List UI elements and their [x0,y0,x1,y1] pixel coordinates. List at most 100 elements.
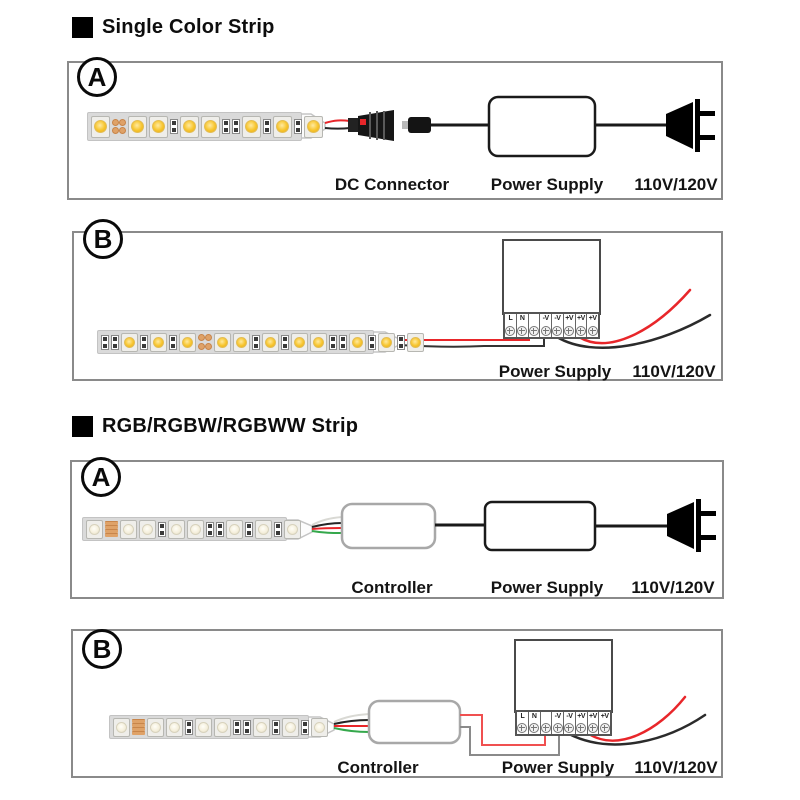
section-title: RGB/RGBW/RGBWW Strip [102,414,359,437]
terminal-cell: +V [575,314,588,337]
terminal-cell: -V [564,712,576,734]
terminal-screw-icon [529,723,540,733]
voltage-label: 110V/120V [634,175,718,194]
panel-letter-badge: A [77,57,117,97]
power-supply-box [502,239,601,315]
led-chip [352,336,363,348]
controller-label: Controller [337,758,419,777]
led-chip [152,120,165,133]
white-wire [333,713,370,723]
solder-pads [198,334,212,351]
led-chip [198,721,209,733]
terminal-cell: +V [599,712,610,734]
bullet-square-icon [72,415,93,437]
led-module [86,519,103,539]
led-chip [410,336,421,348]
led-chip [150,721,161,733]
led-module [378,332,395,352]
resistor [368,334,376,350]
led-chip [204,120,217,133]
led-strip [97,330,424,354]
led-chip [89,523,100,535]
led-chip [217,721,228,733]
resistor [158,521,166,537]
led-module [180,115,199,138]
black-wire [324,127,351,130]
terminal-screw-icon [540,723,551,733]
resistor [185,719,193,735]
resistor [294,119,302,134]
controller-box [340,502,437,550]
resistor [111,334,119,350]
resistor [101,334,109,350]
led-module [91,115,110,138]
led-module [255,519,272,539]
voltage-label: 110V/120V [631,578,715,597]
terminal-label: -V [566,713,573,720]
resistor [274,521,282,537]
resistor [397,334,405,350]
resistor [206,521,214,537]
terminal-cell [528,314,541,337]
terminal-cell: N [517,314,529,337]
led-strip [109,715,328,739]
led-chip [153,336,164,348]
led-module [149,115,168,138]
terminal-label: L [508,315,513,322]
terminal-cell: +V [587,712,600,734]
led-chip [258,523,269,535]
led-module [311,717,328,737]
power-supply-label: Power Supply [498,362,612,381]
terminal-screw-icon [552,723,563,733]
terminal-label: +V [577,713,585,720]
resistor [245,521,253,537]
led-module [253,717,270,737]
diagram-graphics [371,239,712,353]
terminal-screw-icon [576,723,587,733]
led-chip [124,336,135,348]
led-module [201,115,220,138]
terminal-screw-icon [517,326,528,336]
panel-letter-badge: B [82,629,122,669]
section-header-rgb: RGB/RGBW/RGBWW Strip [72,412,358,440]
controller-box [367,699,462,745]
led-chip [116,721,127,733]
resistor [329,334,337,350]
terminal-cell: +V [587,314,598,337]
led-module [121,332,138,352]
mains-black-wire [567,713,707,746]
led-module [262,332,279,352]
led-strip [82,517,301,541]
section-header-single-color: Single Color Strip [72,13,275,41]
terminal-label: N [519,315,525,322]
led-module [284,519,301,539]
terminal-label: -V [554,713,562,720]
terminal-label: +V [576,315,585,322]
controller-red-wire [460,714,546,746]
led-chip [190,523,201,535]
led-module [242,115,261,138]
led-module [407,332,424,352]
diagram-graphics [306,639,707,756]
terminal-screw-icon [564,326,575,336]
mains-red-wire [577,288,692,345]
panel-letter-badge: A [81,457,121,497]
terminal-screw-icon [564,723,575,733]
panel-rgb-a: A Controller Power Supply 110V/120V [70,457,724,599]
power-supply-label: Power Supply [490,175,604,194]
power-supply-box [483,500,597,552]
panel-single-color-a: A DC Connector Power Supply 110V/120V [67,57,723,200]
led-chip [229,523,240,535]
terminal-screw-icon [505,326,516,336]
power-supply-label: Power Supply [501,758,615,777]
led-chip [123,523,134,535]
led-module [168,519,185,539]
terminal-screw-icon [587,723,598,733]
resistor [243,719,251,735]
led-chip [307,120,320,133]
terminal-label: L [520,713,525,720]
led-chip [285,721,296,733]
terminal-label: N [531,713,537,720]
led-module [166,717,183,737]
